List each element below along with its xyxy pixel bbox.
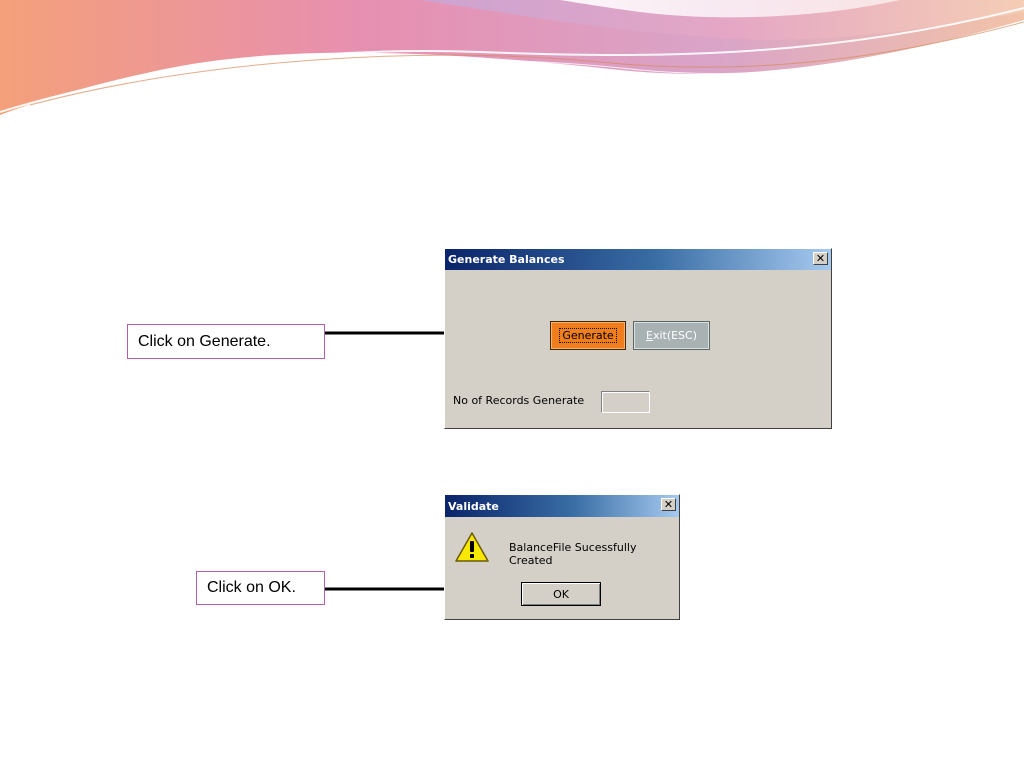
validate-dialog-titlebar[interactable]: Validate ✕ <box>445 495 679 517</box>
validate-message: BalanceFile Sucessfully Created <box>509 541 637 567</box>
generate-button-label: Generate <box>559 328 617 343</box>
callout-click-ok: Click on OK. <box>196 571 325 605</box>
close-icon[interactable]: ✕ <box>661 498 676 511</box>
records-generated-field[interactable] <box>601 391 650 413</box>
decorative-wave-banner <box>0 0 1024 115</box>
ok-button[interactable]: OK <box>521 582 601 606</box>
ok-button-label: OK <box>553 587 569 601</box>
warning-icon <box>455 532 489 562</box>
generate-dialog-title: Generate Balances <box>448 253 565 266</box>
validate-dialog: Validate ✕ BalanceFile Sucessfully Creat… <box>444 494 680 620</box>
validate-dialog-title: Validate <box>448 499 499 513</box>
exit-button-label: xit(ESC) <box>652 329 698 342</box>
records-generated-label: No of Records Generate <box>453 394 585 407</box>
generate-dialog-titlebar[interactable]: Generate Balances ✕ <box>445 249 831 270</box>
callout-ok-text: Click on OK. <box>207 579 296 596</box>
exit-button-mnemonic: E <box>645 329 653 342</box>
close-icon[interactable]: ✕ <box>813 252 828 265</box>
callout-click-generate: Click on Generate. <box>127 324 325 359</box>
callout-generate-text: Click on Generate. <box>138 332 271 350</box>
generate-button[interactable]: Generate <box>550 321 626 350</box>
